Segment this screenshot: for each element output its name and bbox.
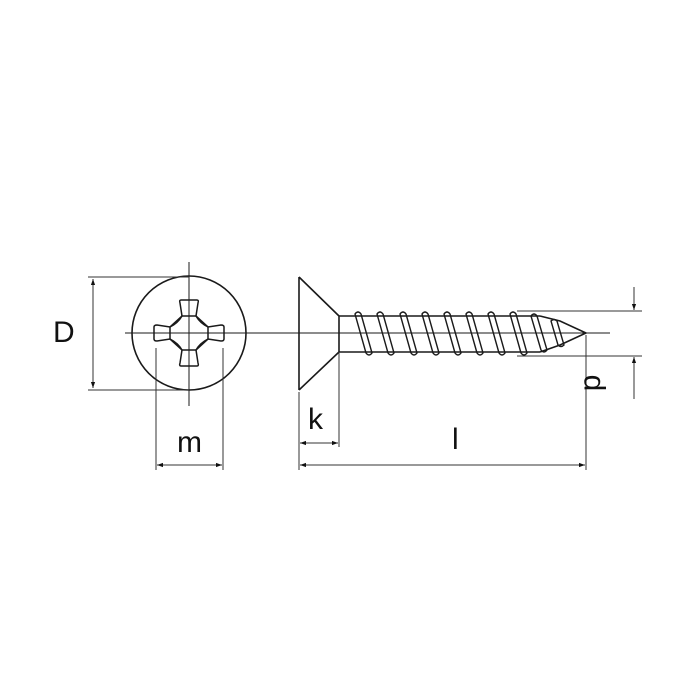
dimension-d [517,287,642,399]
countersunk-head [298,276,340,391]
screw-tip [539,315,588,353]
head-top-view [125,262,610,406]
dimension-l [300,335,587,470]
label-d: d [577,374,611,392]
label-k: k [308,403,323,436]
label-D: D [53,316,75,349]
label-l: l [452,423,459,456]
dimension-k [298,352,340,470]
dimension-m [155,348,224,470]
phillips-recess-icon [153,299,225,367]
screw-side-view [298,276,588,391]
dimension-D [88,276,189,391]
label-m: m [177,426,202,459]
